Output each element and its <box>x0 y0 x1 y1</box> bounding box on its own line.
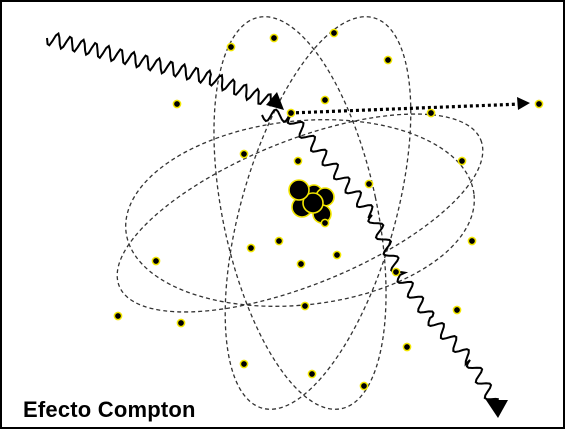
electron-icon <box>246 243 256 253</box>
electron-icon <box>226 42 236 52</box>
electron-icon <box>293 156 303 166</box>
orbit-horizontal <box>125 119 475 307</box>
orbit-vertical-left <box>213 16 387 410</box>
electron-icon <box>320 218 330 228</box>
diagram-caption: Efecto Compton <box>23 397 196 422</box>
electron-icon <box>269 33 279 43</box>
electron-icon <box>329 28 339 38</box>
electron-icon <box>239 359 249 369</box>
incident-photon-icon <box>46 31 272 107</box>
nucleon <box>302 192 324 214</box>
electron-icon <box>296 259 306 269</box>
orbits <box>116 16 484 410</box>
electron-icon <box>172 99 182 109</box>
orbit-tilted <box>116 113 484 313</box>
electron-icon <box>383 55 393 65</box>
electron-icon <box>467 236 477 246</box>
electron-icon <box>364 179 374 189</box>
electron-icon <box>176 318 186 328</box>
electron-icon <box>426 108 436 118</box>
electron-icon <box>113 311 123 321</box>
orbit-vertical-right <box>224 16 412 410</box>
nucleon <box>288 179 310 201</box>
electron-icon <box>391 267 401 277</box>
electron-icon <box>307 369 317 379</box>
scattered-photon-icon <box>261 108 499 401</box>
electron-icon <box>300 301 310 311</box>
ejected-electron-arrowhead-icon <box>517 97 530 110</box>
electron-icon <box>534 99 544 109</box>
electron-icon <box>320 95 330 105</box>
electron-icon <box>274 236 284 246</box>
nucleus-icon <box>288 179 335 224</box>
electron-icon <box>457 156 467 166</box>
electron-icon <box>239 149 249 159</box>
electron-icon <box>402 342 412 352</box>
scattered-arrowhead-icon <box>486 400 508 418</box>
electron-icon <box>332 250 342 260</box>
ejected-electron-path <box>289 102 523 115</box>
electron-icon <box>359 381 369 391</box>
incident-arrowhead-icon <box>266 92 284 110</box>
electrons <box>113 28 544 391</box>
electron-icon <box>151 256 161 266</box>
electron-icon <box>452 305 462 315</box>
electron-icon <box>286 108 296 118</box>
